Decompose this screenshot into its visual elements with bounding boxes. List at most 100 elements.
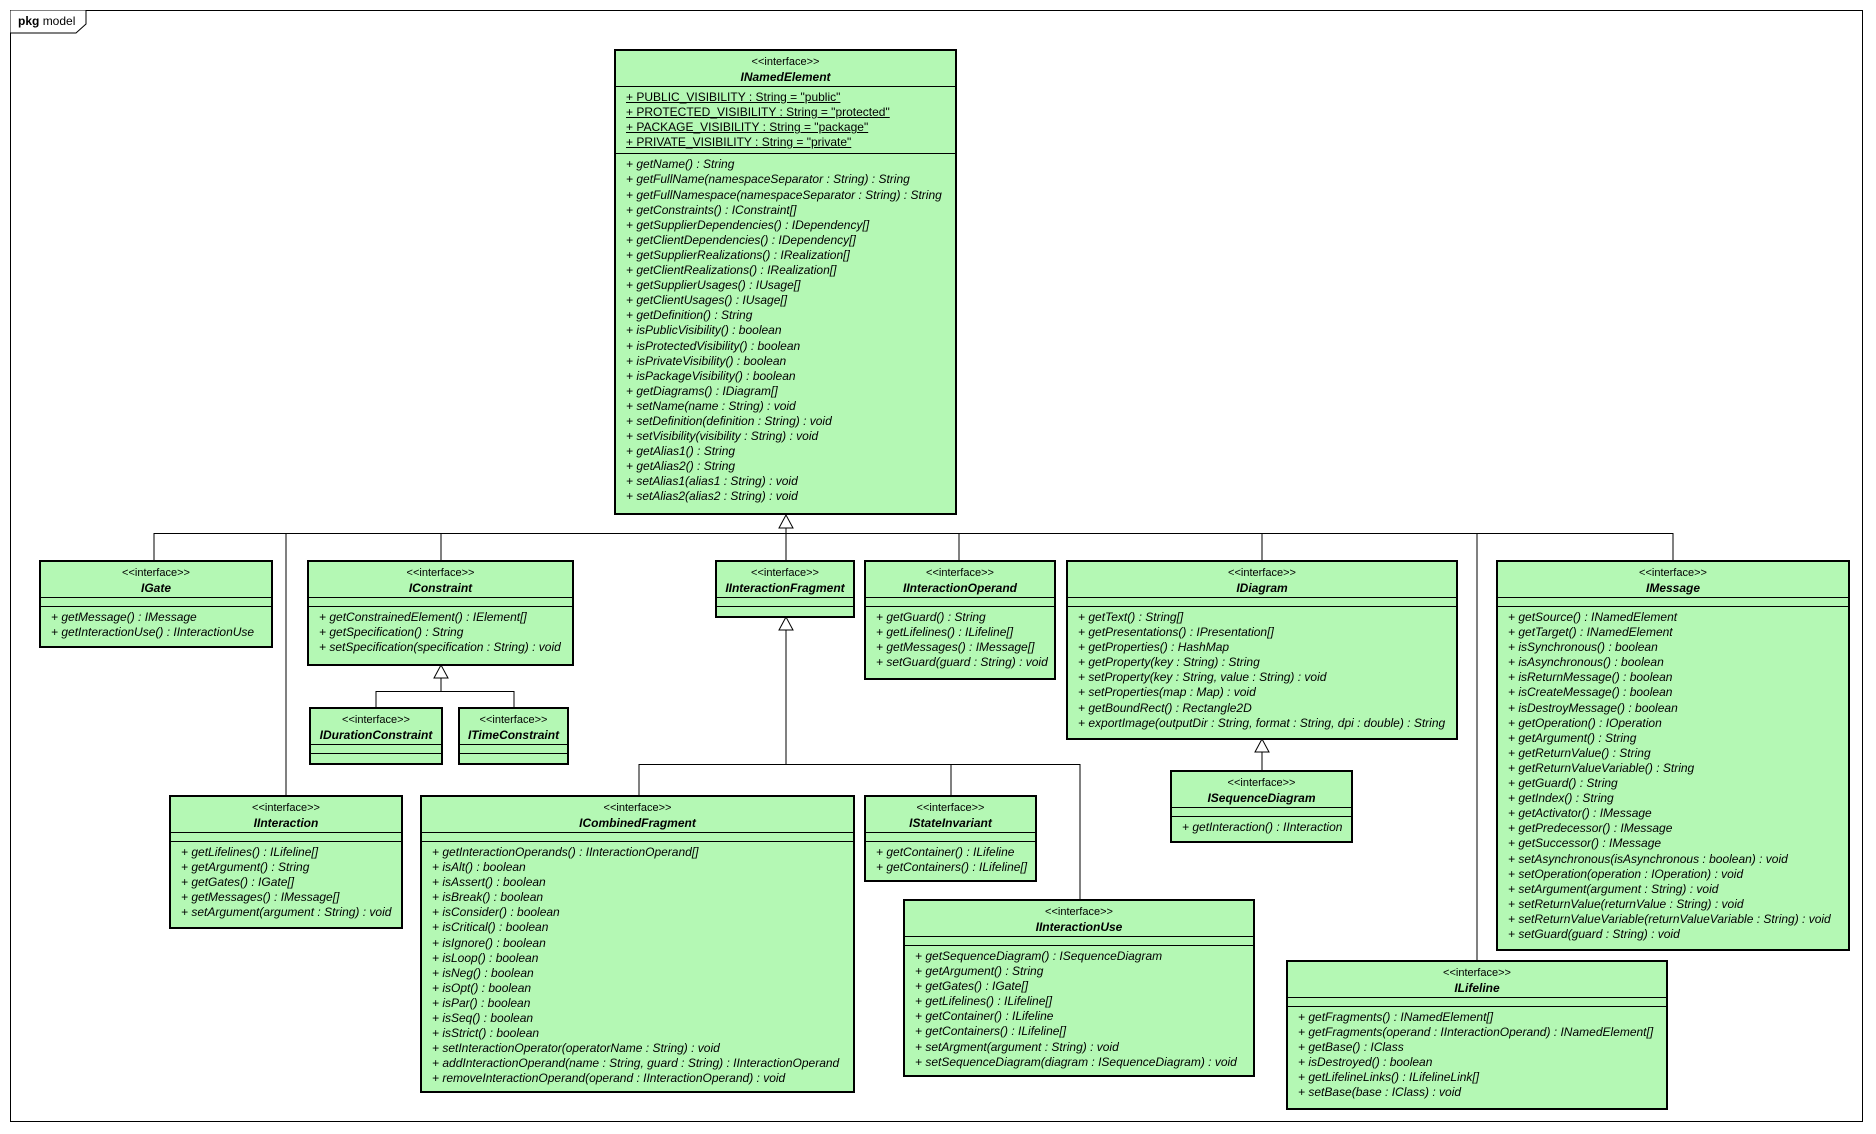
operation: + isCritical() : boolean (432, 920, 549, 935)
package-frame-label: pkg model (18, 14, 75, 28)
operations-compartment (460, 754, 567, 763)
class-name: IDiagram (1236, 581, 1288, 595)
attributes-compartment (1498, 598, 1848, 607)
class-idiagram[interactable]: <<interface>> IDiagram+ getText() : Stri… (1066, 560, 1458, 740)
operation: + getProperties() : HashMap (1078, 640, 1230, 655)
operation: + setBase(base : IClass) : void (1298, 1085, 1462, 1100)
class-header: <<interface>> IStateInvariant (866, 797, 1035, 833)
class-header: <<interface>> IGate (41, 562, 271, 598)
class-stereotype: <<interface>> (1045, 906, 1113, 918)
class-iinteraction[interactable]: <<interface>> IInteraction+ getLifelines… (169, 795, 403, 929)
class-iinteractionfragment[interactable]: <<interface>> IInteractionFragment (715, 560, 855, 618)
operation: + isStrict() : boolean (432, 1026, 540, 1041)
operation: + setGuard(guard : String) : void (876, 655, 1048, 670)
operation: + getFullName(namespaceSeparator : Strin… (626, 172, 910, 187)
operation: + getReturnValueVariable() : String (1508, 760, 1695, 775)
class-stereotype: <<interface>> (926, 567, 994, 579)
operation: + getBase() : IClass (1298, 1040, 1404, 1055)
class-header: <<interface>> ITimeConstraint (460, 709, 567, 745)
class-istateinvariant[interactable]: <<interface>> IStateInvariant + getContai… (864, 795, 1037, 882)
attributes-compartment (309, 598, 572, 607)
operation: + setReturnValueVariable(returnValueVari… (1508, 911, 1831, 926)
operation: + setSpecification(specification : Strin… (319, 640, 561, 655)
operation: + addInteractionOperand(name : String, g… (432, 1056, 840, 1071)
generalization-to-iinteractionfragment (638, 615, 1081, 899)
class-stereotype: <<interface>> (406, 567, 475, 579)
class-name: ICombinedFragment (579, 816, 696, 830)
operation: + getActivator() : IMessage (1508, 806, 1652, 821)
class-iinteractionuse[interactable]: <<interface>> IInteractionUse+ getSequen… (903, 899, 1255, 1077)
operations-compartment (311, 754, 441, 763)
class-header: <<interface>> IInteractionUse (905, 901, 1253, 937)
inheritance-arrow-icon (778, 615, 794, 631)
operation: + isNeg() : boolean (432, 965, 534, 980)
class-name: IInteractionUse (1035, 920, 1123, 934)
attributes-compartment (41, 598, 271, 607)
inheritance-arrow-icon (433, 663, 449, 679)
operation: + setVisibility(visibility : String) : v… (626, 429, 819, 444)
operation: + getFragments(operand : IInteractionOpe… (1298, 1025, 1654, 1040)
operation: + isAlt() : boolean (432, 860, 526, 875)
operation: + getSupplierRealizations() : IRealizati… (626, 247, 850, 262)
operation: + setName(name : String) : void (626, 398, 796, 413)
class-name: IInteractionFragment (725, 581, 845, 595)
attributes-compartment (1068, 598, 1456, 607)
operation: + isPar() : boolean (432, 995, 531, 1010)
class-name: IInteractionOperand (902, 581, 1018, 595)
class-idurationconstraint[interactable]: <<interface>> IDurationConstraint (309, 707, 443, 765)
class-stereotype: <<interface>> (916, 802, 985, 814)
operation: + setInteractionOperator(operatorName : … (432, 1041, 720, 1056)
operation: + setSequenceDiagram(diagram : ISequence… (915, 1054, 1237, 1069)
operation: + isConsider() : boolean (432, 905, 560, 920)
class-igate[interactable]: <<interface>> IGate + getMessage() : IMes… (39, 560, 273, 648)
class-header: <<interface>> IConstraint (309, 562, 572, 598)
class-name: IGate (140, 581, 171, 595)
class-iconstraint[interactable]: <<interface>> IConstraint + getConstraine… (307, 560, 574, 666)
class-header: <<interface>> IMessage (1498, 562, 1848, 598)
class-isequencediagram[interactable]: <<interface>> ISequenceDiagram+ getInter… (1170, 770, 1353, 843)
operation: + getSupplierUsages() : IUsage[] (626, 278, 801, 293)
operation: + getFullNamespace(namespaceSeparator : … (626, 187, 942, 202)
operation: + getContainers() : ILifeline[] (876, 860, 1028, 875)
class-name: IDurationConstraint (319, 728, 433, 742)
operations-compartment: + getMessage() : IMessage+ getInteractio… (41, 607, 271, 643)
class-iinteractionoperand[interactable]: <<interface>> IInteractionOperand + getGu… (864, 560, 1056, 680)
class-header: <<interface>> IInteraction (171, 797, 401, 833)
operation: + getLifelineLinks() : ILifelineLink[] (1298, 1070, 1480, 1085)
operation: + getContainers() : ILifeline[] (915, 1024, 1067, 1039)
attributes-compartment (866, 833, 1035, 842)
attributes-compartment (1172, 808, 1351, 817)
class-stereotype: <<interface>> (1639, 567, 1707, 579)
operation: + getGuard() : String (876, 610, 986, 624)
operation: + getText() : String[] (1078, 610, 1184, 624)
class-ilifeline[interactable]: <<interface>> ILifeline+ getFragments() … (1286, 960, 1668, 1110)
operation: + getContainer() : ILifeline (876, 845, 1015, 859)
operation: + getDefinition() : String (626, 308, 753, 323)
operation: + setGuard(guard : String) : void (1508, 926, 1680, 941)
class-imessage[interactable]: <<interface>> IMessage+ getSource() : IN… (1496, 560, 1850, 951)
operation: + getClientRealizations() : IRealization… (626, 263, 837, 278)
operation: + isProtectedVisibility() : boolean (626, 338, 801, 353)
operation: + isBreak() : boolean (432, 890, 544, 905)
operation: + setArgument(argument : String) : void (181, 905, 392, 920)
operations-compartment: + getName() : String+ getFullName(namesp… (616, 154, 955, 507)
operation: + getDiagrams() : IDiagram[] (626, 383, 778, 398)
class-icombinedfragment[interactable]: <<interface>> ICombinedFragment+ getInte… (420, 795, 855, 1093)
operation: + getSpecification() : String (319, 625, 464, 640)
operation: + getMessages() : IMessage[] (876, 640, 1035, 655)
operation: + isSeq() : boolean (432, 1011, 534, 1026)
class-itimeconstraint[interactable]: <<interface>> ITimeConstraint (458, 707, 569, 765)
operation: + getGuard() : String (1508, 776, 1618, 791)
operations-compartment: + getConstrainedElement() : IElement[]+ … (309, 607, 572, 658)
operation: + setAlias1(alias1 : String) : void (626, 474, 798, 489)
operation: + getBoundRect() : Rectangle2D (1078, 700, 1252, 715)
inheritance-arrow-icon (1254, 737, 1270, 753)
class-inamedelement[interactable]: <<interface>> INamedElement+ PUBLIC_VISI… (614, 49, 957, 515)
operation: + getInteractionUse() : IInteractionUse (51, 625, 255, 640)
operation: + exportImage(outputDir : String, format… (1078, 715, 1446, 730)
operation: + getTarget() : INamedElement (1508, 625, 1673, 640)
operation: + isIgnore() : boolean (432, 935, 546, 950)
class-stereotype: <<interface>> (1227, 777, 1296, 789)
frame-name: model (42, 14, 76, 28)
operation: + isDestroyed() : boolean (1298, 1055, 1433, 1070)
